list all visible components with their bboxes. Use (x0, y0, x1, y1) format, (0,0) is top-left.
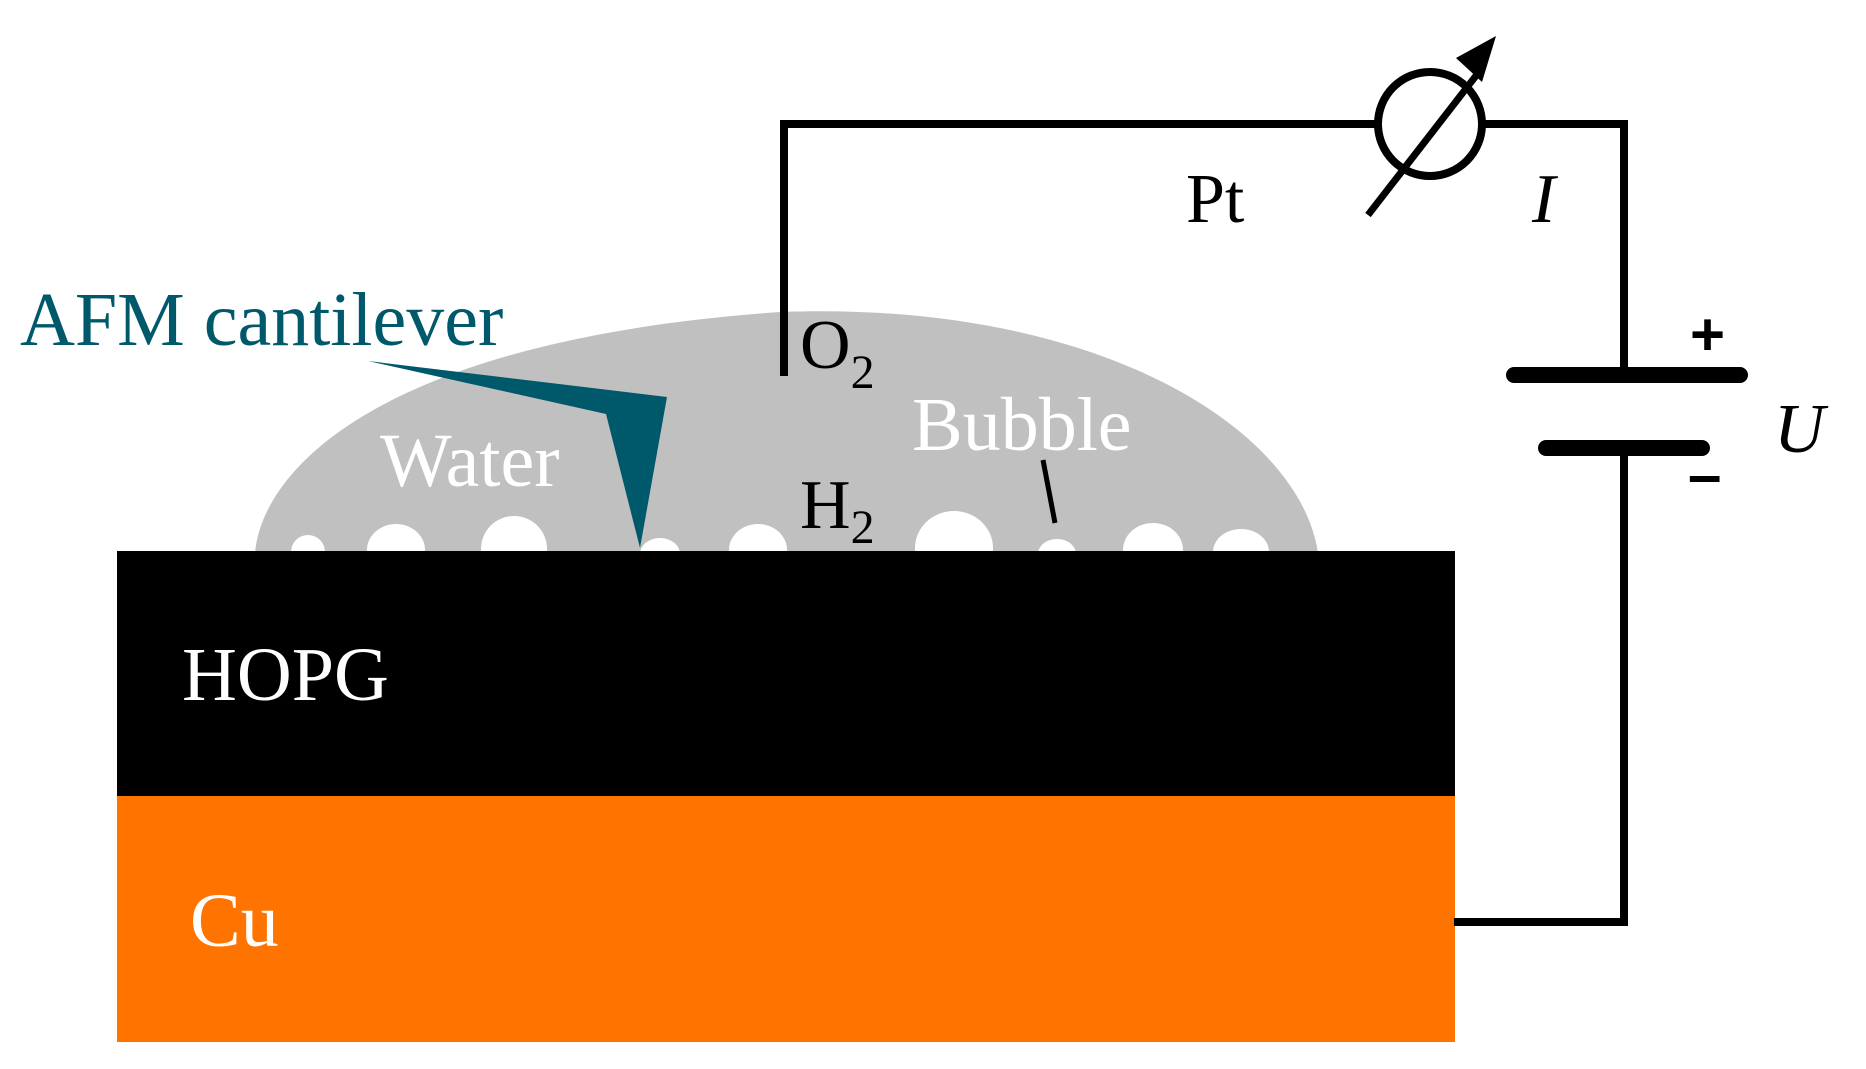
voltage-label: U (1774, 391, 1829, 468)
h2-label: H2 (800, 467, 875, 554)
hopg-layer (117, 551, 1455, 796)
h2-subscript: 2 (851, 501, 875, 554)
afm-cantilever-label: AFM cantilever (20, 278, 503, 362)
h2-main: H (800, 467, 851, 544)
cu-layer (117, 796, 1455, 1042)
pt-label: Pt (1186, 161, 1245, 238)
plus-sign: + (1690, 301, 1725, 368)
water-droplet (255, 311, 1318, 553)
o2-main: O (800, 307, 851, 384)
bubble-pointer-line (1040, 459, 1058, 524)
current-label: I (1531, 161, 1559, 238)
minus-sign: – (1688, 441, 1721, 508)
water-label: Water (380, 419, 560, 503)
battery-icon (1506, 367, 1748, 456)
o2-subscript: 2 (851, 346, 875, 399)
bubble-label: Bubble (912, 383, 1132, 467)
circuit-wire (780, 120, 1628, 926)
afm-cantilever (368, 361, 667, 548)
ammeter-icon (1365, 36, 1496, 218)
hopg-label: HOPG (182, 633, 389, 717)
cu-label: Cu (190, 879, 279, 963)
o2-label: O2 (800, 307, 875, 399)
